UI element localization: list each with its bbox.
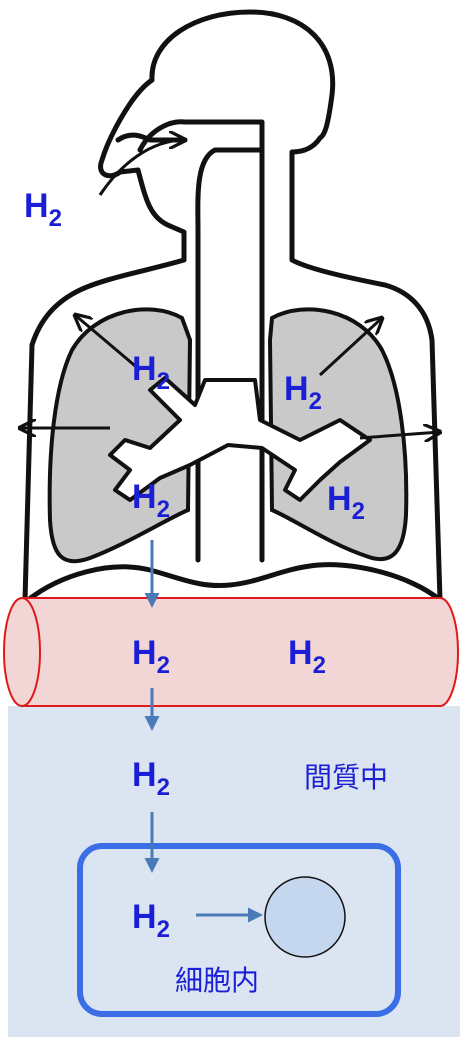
intracellular-label: 細胞内 <box>175 964 259 997</box>
nucleus <box>265 877 345 957</box>
blood-vessel <box>4 598 458 706</box>
interstitial-label: 間質中 <box>304 761 388 794</box>
diaphragm <box>28 565 440 600</box>
whitespace-right <box>350 130 460 275</box>
